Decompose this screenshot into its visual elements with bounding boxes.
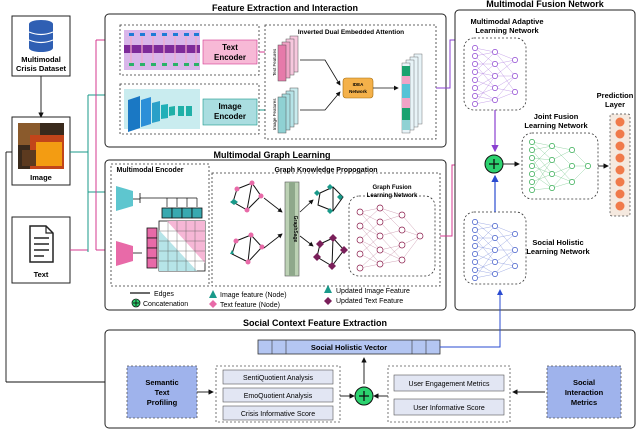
legend-image-node: Image feature (Node) bbox=[220, 292, 287, 299]
adaptive-network bbox=[463, 37, 527, 111]
semantic-profiling-box bbox=[126, 365, 198, 419]
image-encoder-label-1: Image bbox=[218, 102, 242, 111]
text-input-label: Text bbox=[34, 270, 49, 279]
social-holistic-title-2: Learning Network bbox=[526, 247, 590, 256]
legend-edges: Edges bbox=[154, 291, 174, 298]
text-encoder bbox=[119, 24, 260, 76]
legend-updated-image: Updated Image Feature bbox=[336, 288, 410, 295]
text-input-box bbox=[11, 216, 71, 284]
legend-updated-text: Updated Text Feature bbox=[336, 298, 403, 305]
joint-fusion-title-2: Learning Network bbox=[524, 121, 588, 130]
prediction-title-2: Layer bbox=[605, 100, 625, 109]
senti-box bbox=[222, 369, 334, 385]
concat-icon bbox=[484, 154, 504, 174]
graph-legend bbox=[130, 285, 332, 308]
engagement-box bbox=[393, 374, 505, 392]
image-input-label: Image bbox=[30, 173, 52, 182]
text-features-label: Text Features bbox=[272, 48, 277, 76]
legend-concatenation: Concatenation bbox=[143, 301, 188, 308]
social-holistic-title-1: Social Holistic bbox=[532, 238, 583, 247]
social-context-title: Social Context Feature Extraction bbox=[243, 318, 387, 328]
crisis-box bbox=[222, 405, 334, 421]
interaction-label-1: Social bbox=[573, 378, 595, 387]
idea-attention-block bbox=[264, 24, 437, 140]
graph-fusion-title-2: Learning Network bbox=[367, 193, 418, 199]
feature-extraction-title: Feature Extraction and Interaction bbox=[212, 3, 358, 13]
legend-text-node: Text feature (Node) bbox=[220, 302, 280, 309]
multimodal-encoder-title: Multimodal Encoder bbox=[117, 167, 184, 174]
informative-label: User Informative Score bbox=[413, 405, 485, 412]
graph-fusion-title-1: Graph Fusion bbox=[373, 185, 412, 191]
emo-label: EmoQuotient Analysis bbox=[244, 393, 313, 400]
dataset-label-line1: Multimodal bbox=[21, 55, 61, 64]
emo-box bbox=[222, 387, 334, 403]
prediction-layer bbox=[609, 113, 631, 217]
vector-title: Social Holistic Vector bbox=[311, 343, 387, 352]
image-features-label: Image Features bbox=[272, 98, 277, 130]
semantic-label-3: Profiling bbox=[147, 398, 178, 407]
database-icon bbox=[11, 15, 71, 77]
crisis-label: Crisis Informative Score bbox=[241, 411, 315, 418]
idea-block-title: Inverted Dual Embedded Attention bbox=[298, 29, 404, 36]
prediction-title-1: Prediction bbox=[597, 91, 634, 100]
graph-learning-title: Multimodal Graph Learning bbox=[213, 150, 330, 160]
input-connectors bbox=[5, 37, 119, 385]
joint-fusion-title-1: Joint Fusion bbox=[534, 112, 579, 121]
joint-fusion-network bbox=[521, 132, 599, 200]
informative-box bbox=[393, 398, 505, 416]
image-input-box bbox=[11, 116, 71, 186]
interaction-label-3: Metrics bbox=[571, 398, 597, 407]
senti-label: SentiQuotient Analysis bbox=[243, 375, 314, 382]
vector-to-network-arrow bbox=[440, 289, 503, 348]
interaction-metrics-box bbox=[546, 365, 622, 419]
graph-propagation-block bbox=[211, 172, 441, 287]
multimodal-encoder bbox=[110, 163, 210, 287]
idea-network-label-1: IDEA bbox=[353, 82, 365, 87]
social-concat-icon bbox=[354, 386, 374, 406]
adaptive-title-1: Multimodal Adaptive bbox=[470, 17, 543, 26]
image-encoder-label-2: Encoder bbox=[214, 112, 246, 121]
interaction-label-2: Interaction bbox=[565, 388, 604, 397]
image-encoder bbox=[119, 83, 260, 135]
idea-network-label-2: Network bbox=[349, 89, 367, 94]
semantic-label-1: Semantic bbox=[145, 378, 178, 387]
fusion-network-title: Multimodal Fusion Network bbox=[486, 0, 604, 9]
graph-knowledge-title: Graph Knowledge Propogation bbox=[274, 167, 377, 174]
social-holistic-network bbox=[463, 211, 527, 285]
text-encoder-label-2: Encoder bbox=[214, 53, 246, 62]
engagement-label: User Engagement Metrics bbox=[409, 381, 490, 388]
text-encoder-label-1: Text bbox=[222, 43, 238, 52]
dataset-label-line2: Crisis Dataset bbox=[16, 64, 67, 73]
semantic-label-2: Text bbox=[155, 388, 170, 397]
adaptive-title-2: Learning Network bbox=[475, 26, 539, 35]
graphsage-label: GraphSage bbox=[292, 216, 298, 243]
